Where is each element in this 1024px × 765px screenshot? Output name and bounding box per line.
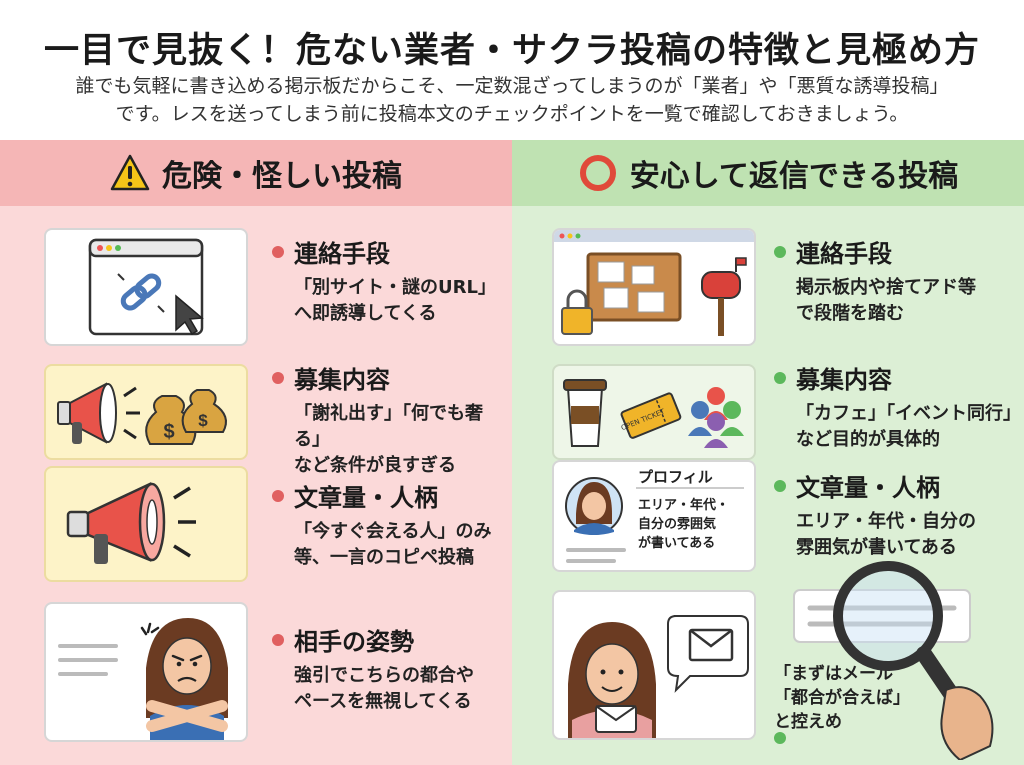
safe-heading-label: 安心して返信できる投稿 [629, 159, 959, 194]
safe-item-1: 連絡手段 掲示板内や捨てアド等 で段階を踏む [774, 234, 976, 327]
danger-item-1: 連絡手段 「別サイト・謎のURL」 へ即誘導してくる [272, 234, 496, 327]
danger-item-4: 相手の姿勢 強引でこちらの都合や ペースを無視してくる [272, 622, 474, 715]
danger-item-2: 募集内容 「謝礼出す」「何でも奢る」 など条件が良すぎる [272, 360, 512, 479]
magnifier-icon [793, 561, 994, 760]
danger-card-megaphone [44, 466, 248, 582]
circle-ok-icon [579, 155, 616, 191]
danger-item-1-title: 連絡手段 [294, 240, 390, 268]
coffee-ticket-people-icon: OPEN TICKET [563, 379, 744, 448]
svg-text:$: $ [163, 421, 174, 443]
angry-person-icon [58, 618, 228, 740]
danger-item-4-title: 相手の姿勢 [294, 628, 414, 656]
header: 一目で見抜く！危ない業者・サクラ投稿の特徴と見極め方 誰でも気軽に書き込める掲示… [0, 0, 1024, 140]
danger-item-2-title: 募集内容 [294, 366, 390, 394]
danger-card-angry [44, 602, 248, 742]
safe-item-3-title: 文章量・人柄 [796, 474, 940, 502]
mail-person-icon [568, 615, 749, 738]
bullet-dot [774, 371, 786, 384]
danger-heading-label: 危険・怪しい投稿 [162, 159, 402, 194]
danger-item-3-body: 「今すぐ会える人」のみ 等、一言のコピペ投稿 [294, 521, 492, 568]
safe-card-profile: プロフィル エリア・年代・ 自分の雰囲気 が書いてある [552, 460, 756, 572]
safe-card-board [552, 228, 756, 346]
safe-item-2-title: 募集内容 [796, 366, 892, 394]
safe-item-2-body: 「カフェ」「イベント同行」 など目的が具体的 [796, 403, 1021, 450]
safe-card-activity: OPEN TICKET [552, 364, 756, 460]
bullet-dot [774, 245, 786, 258]
danger-item-1-body: 「別サイト・謎のURL」 へ即誘導してくる [294, 277, 496, 324]
board-lock-mailbox-icon [554, 230, 754, 336]
megaphone-icon [66, 482, 196, 564]
safe-column: 安心して返信できる投稿 連絡手段 掲示板内や捨てアド等 で段階を踏む [512, 140, 1024, 765]
bullet-dot [272, 371, 284, 384]
safe-item-1-body: 掲示板内や捨てアド等 で段階を踏む [796, 277, 976, 324]
page-title: 一目で見抜く！危ない業者・サクラ投稿の特徴と見極め方 [43, 31, 980, 71]
safe-card-mail [552, 590, 756, 740]
warning-icon [110, 154, 150, 191]
link-cursor-icon [88, 238, 204, 336]
safe-item-3-body: エリア・年代・自分の 雰囲気が書いてある [796, 511, 976, 558]
intro-line-1: 誰でも気軽に書き込める掲示板だからこそ、一定数混ざってしまうのが「業者」や「悪質… [75, 75, 949, 97]
bullet-dot [774, 732, 786, 744]
bullet-dot [774, 479, 786, 492]
danger-column: 危険・怪しい投稿 連絡手段 「別サイト・謎のURL」 へ即誘導してくる [0, 140, 512, 765]
danger-card-money: $ $ [44, 364, 248, 460]
svg-text:$: $ [198, 411, 208, 430]
intro-text: 誰でも気軽に書き込める掲示板だからこそ、一定数混ざってしまうのが「業者」や「悪質… [40, 72, 984, 128]
safe-item-1-title: 連絡手段 [796, 240, 892, 268]
profile-card-text: エリア・年代・ 自分の雰囲気 が書いてある [638, 498, 730, 551]
danger-heading: 危険・怪しい投稿 [0, 140, 512, 206]
safe-item-4-body: 「まずはメール 「都合が合えば」 と控えめ [774, 664, 910, 732]
bullet-dot [272, 489, 284, 502]
profile-card-icon [565, 477, 744, 563]
danger-item-2-body: 「謝礼出す」「何でも奢る」 など条件が良すぎる [294, 403, 483, 476]
danger-item-4-body: 強引でこちらの都合や ペースを無視してくる [294, 665, 474, 712]
danger-card-link [44, 228, 248, 346]
safe-item-2: 募集内容 「カフェ」「イベント同行」 など目的が具体的 [774, 360, 1021, 453]
bullet-dot [272, 245, 284, 258]
danger-item-3-title: 文章量・人柄 [294, 484, 438, 512]
safe-item-3: 文章量・人柄 エリア・年代・自分の 雰囲気が書いてある [774, 468, 976, 561]
megaphone-money-icon: $ $ [57, 382, 227, 445]
profile-card-label: プロフィル [638, 468, 713, 486]
bullet-dot [272, 633, 284, 646]
safe-heading: 安心して返信できる投稿 [512, 140, 1024, 206]
intro-line-2: です。レスを送ってしまう前に投稿本文のチェックポイントを一覧で確認しておきましょ… [115, 103, 909, 125]
danger-item-3: 文章量・人柄 「今すぐ会える人」のみ 等、一言のコピペ投稿 [272, 478, 491, 571]
